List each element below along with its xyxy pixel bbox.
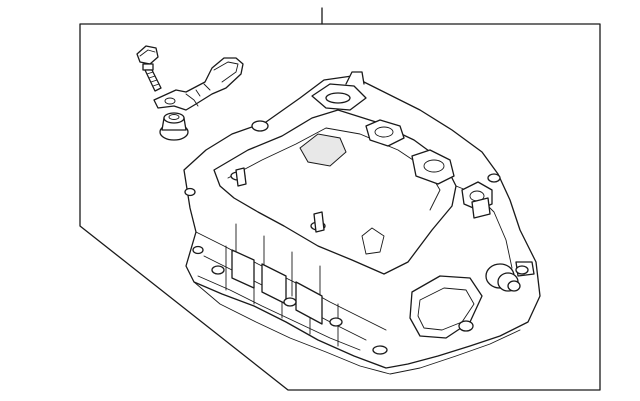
assembly-frame <box>79 23 601 391</box>
bracket-icon <box>153 57 244 111</box>
grommet-icon <box>159 112 189 141</box>
bolt-icon <box>136 45 162 92</box>
inverter-assembly-icon <box>183 71 541 375</box>
